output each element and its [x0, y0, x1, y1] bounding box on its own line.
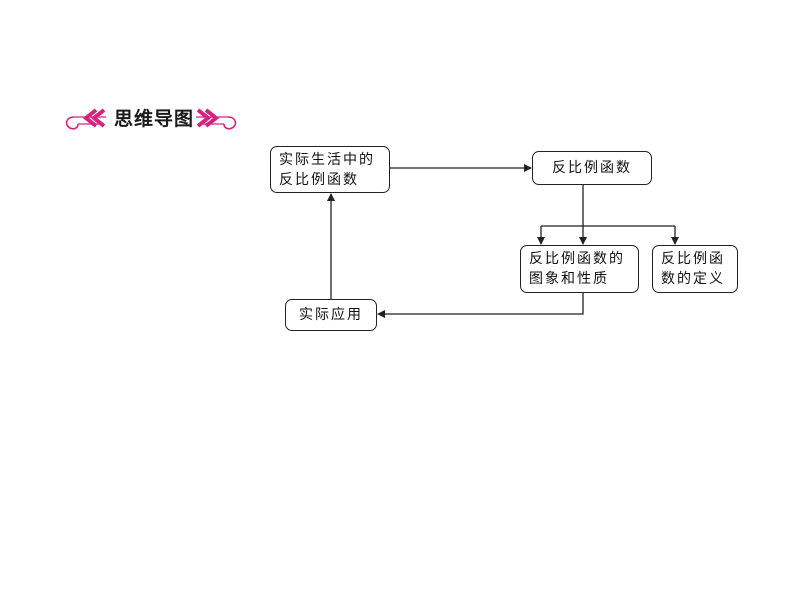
mind-map-header: 思维导图	[60, 104, 242, 134]
header-title: 思维导图	[113, 108, 194, 130]
arrow-graph-to-application	[377, 293, 584, 318]
node-practical-application: 实际应用	[285, 299, 377, 331]
right-chevrons-icon	[196, 108, 220, 128]
left-chevrons-icon	[82, 108, 106, 128]
node-definition: 反比例函 数的定义	[652, 245, 738, 293]
node-real-life-inverse-function: 实际生活中的 反比例函数	[270, 146, 390, 193]
node-inverse-function: 反比例函数	[532, 151, 652, 185]
header-ribbon-decoration	[65, 107, 237, 131]
node-graph-and-properties: 反比例函数的 图象和性质	[520, 245, 639, 293]
